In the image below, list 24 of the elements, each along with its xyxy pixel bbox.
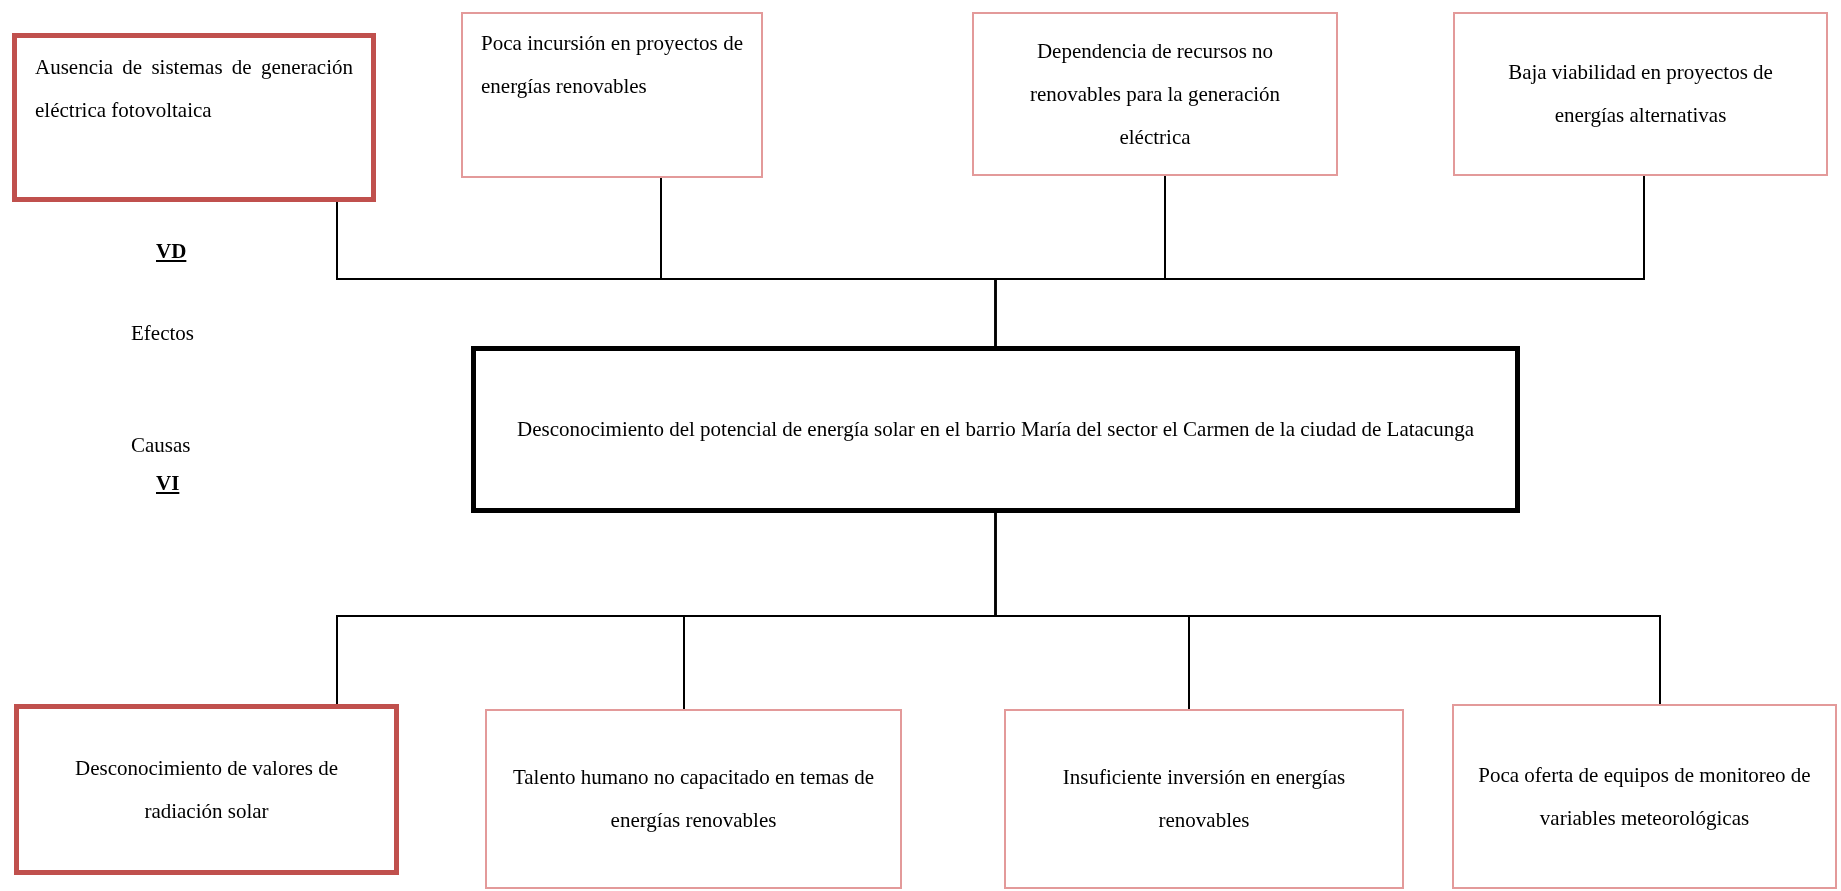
box-text: Insuficiente inversión en energías renovables — [1061, 764, 1347, 834]
connector-line — [994, 512, 1661, 705]
box-text: Poca incursión en proyectos de energías renovables — [481, 30, 743, 100]
box-text: Ausencia de sistemas de generación eléctrica fotovoltaica — [35, 54, 353, 124]
highlighted-box — [12, 33, 376, 202]
text-box — [1004, 709, 1404, 889]
side-label: Efectos — [131, 320, 194, 347]
box-text: Dependencia de recursos no renovables para la generación eléctrica — [1028, 37, 1282, 151]
text-box — [485, 709, 902, 889]
side-label: Causas — [131, 432, 191, 459]
text-box — [1452, 704, 1837, 889]
highlighted-box — [14, 704, 399, 875]
text-box — [1453, 12, 1828, 176]
box-text: Talento humano no capacitado en temas de energías renovables — [511, 764, 876, 834]
connector-line — [994, 175, 1645, 347]
box-text: Poca oferta de equipos de monitoreo de variables meteorológicas — [1477, 761, 1812, 832]
problem-box — [471, 346, 1520, 513]
text-box — [972, 12, 1338, 176]
box-text: Desconocimiento del potencial de energía solar en el barrio María del sector el Carmen de la ciudad de Latacunga — [515, 416, 1475, 443]
variable-label: VD — [156, 238, 187, 265]
variable-label: VI — [156, 470, 180, 497]
text-box — [461, 12, 763, 178]
box-text: Desconocimiento de valores de radiación solar — [74, 754, 339, 825]
box-text: Baja viabilidad en proyectos de energías alternativas — [1507, 59, 1774, 129]
